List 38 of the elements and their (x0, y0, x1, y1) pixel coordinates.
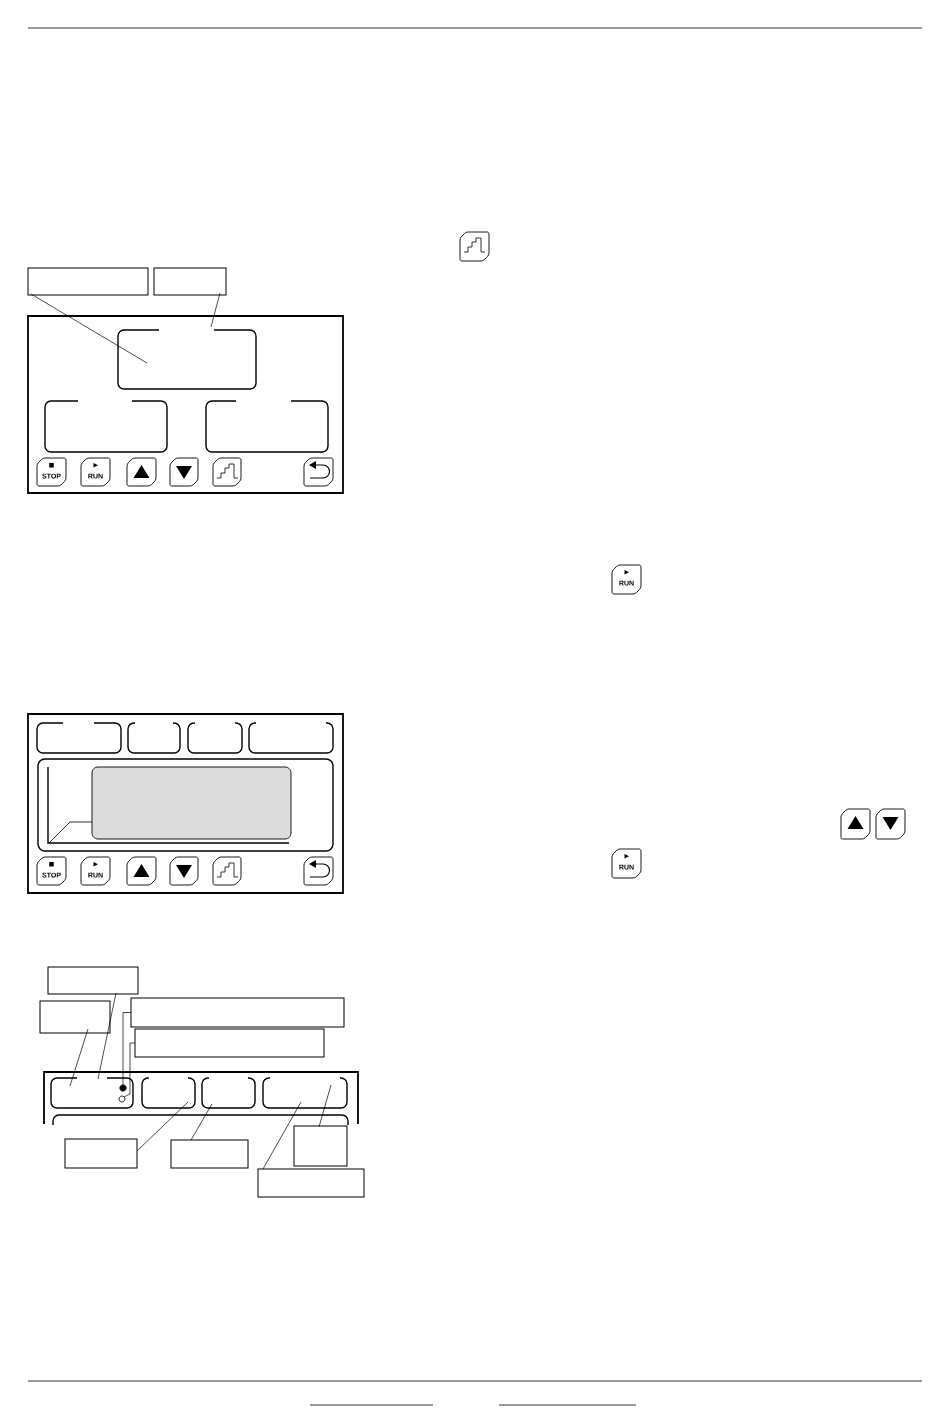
leader-line (123, 1042, 136, 1098)
graph-area (37, 758, 334, 852)
display-window (201, 1077, 256, 1109)
leader-line (210, 292, 221, 328)
leader-line (136, 1101, 189, 1152)
display-window (50, 1077, 134, 1109)
shaded-window (91, 766, 292, 840)
leader-line (318, 1084, 332, 1128)
controller-panel (43, 1071, 359, 1125)
callout-box (134, 1028, 325, 1058)
callout-box (39, 1000, 111, 1034)
display-window (187, 722, 243, 754)
display-window (117, 329, 257, 390)
leader-line (69, 1028, 89, 1087)
callout-box (27, 267, 149, 296)
leader-line (262, 1101, 302, 1170)
callout-box (64, 1138, 138, 1169)
leader-line (190, 1103, 213, 1141)
graph-area (52, 1114, 349, 1126)
display-window (248, 722, 334, 754)
display-window (205, 400, 329, 453)
callout-box (293, 1125, 348, 1167)
indicator-ring (118, 1095, 126, 1103)
callout-box (153, 267, 227, 296)
leader-line (122, 1012, 132, 1086)
controller-panel (27, 713, 344, 894)
display-window (44, 400, 168, 453)
display-window (127, 722, 181, 754)
callout-box (47, 966, 139, 995)
display-window (141, 1077, 196, 1109)
callout-box (130, 997, 345, 1028)
callout-box (257, 1168, 365, 1198)
controller-panel (27, 315, 344, 494)
callout-box (170, 1139, 249, 1169)
leader-line (30, 293, 148, 364)
display-window (262, 1077, 348, 1109)
leader-line (97, 992, 117, 1080)
display-window (36, 722, 122, 754)
